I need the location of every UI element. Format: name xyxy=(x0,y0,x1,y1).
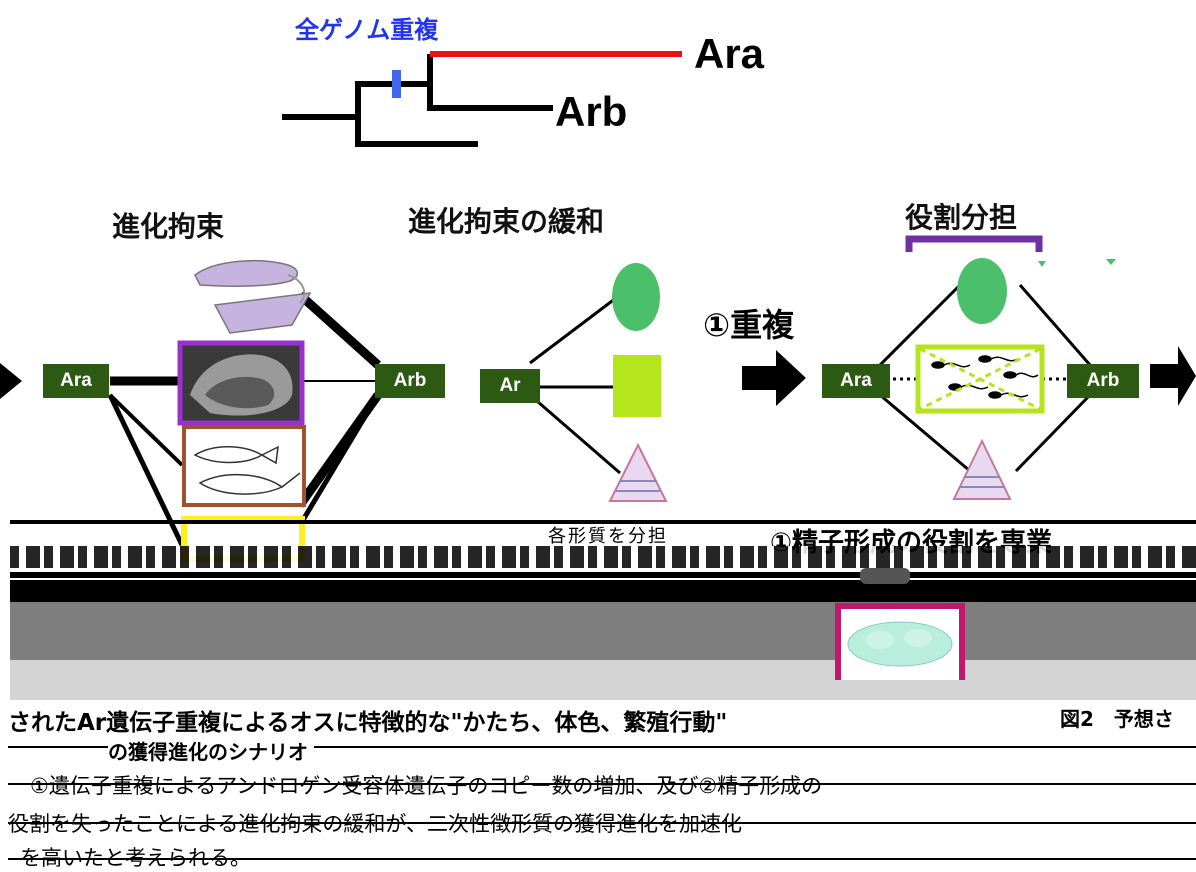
text-line-3: ①遺伝子重複によるアンドロゲン受容体遺伝子のコピー数の増加、及び②精子形成の xyxy=(30,774,823,798)
overlay-caption-a: 各形質を分担 xyxy=(548,526,668,547)
gray-band xyxy=(10,602,1196,660)
trait-square xyxy=(613,355,661,417)
light-gray-band xyxy=(10,660,1196,700)
text-line-4: 役割を失ったことによる進化拘束の緩和が、二次性徴形質の獲得進化を加速化 xyxy=(8,812,742,836)
left-arrow-head xyxy=(0,363,22,399)
overlay-strip-2 xyxy=(10,572,1196,578)
text-line-2: の獲得進化のシナリオ xyxy=(108,736,314,765)
trait-triangle xyxy=(608,442,668,502)
wgd-marker xyxy=(392,70,401,98)
fish-illustration-top xyxy=(194,259,312,334)
sperm-illustration xyxy=(931,355,1039,399)
node-mid-ar: Ar xyxy=(480,369,540,403)
figure-label: 図2 予想さ xyxy=(1060,707,1174,731)
arrow-to-right-panel xyxy=(742,350,806,406)
phylo-tree xyxy=(282,51,682,147)
text-line-5: を高いたと考えられる。 xyxy=(20,846,251,870)
text-line-1: されたAr遺伝子重複によるオスに特徴的な"かたち、体色、繁殖行動" xyxy=(8,710,728,736)
relaxation-title: 進化拘束の緩和 xyxy=(408,205,605,238)
constraint-diagram xyxy=(0,259,382,562)
node-right-ara: Ara xyxy=(822,364,890,398)
trait-ellipse xyxy=(612,263,660,331)
node-left-arb: Arb xyxy=(375,364,445,398)
constraint-title: 進化拘束 xyxy=(112,210,225,243)
duplication-step-label: ①重複 xyxy=(703,306,795,344)
brown-frame xyxy=(182,425,306,507)
tree-leaf-arb: Arb xyxy=(555,88,628,135)
arrow-to-next-panel xyxy=(1150,346,1196,406)
division-diagram xyxy=(878,258,1116,500)
trait-ellipse-right xyxy=(957,258,1007,324)
rule-line-3 xyxy=(8,783,1196,785)
trait-triangle-right xyxy=(952,438,1012,500)
rule-line-5 xyxy=(8,858,1196,860)
black-band xyxy=(10,580,1196,602)
magenta-frame-figure xyxy=(835,568,965,680)
relaxation-diagram xyxy=(529,263,668,502)
rule-line-4 xyxy=(8,822,1196,824)
division-title: 役割分担 xyxy=(905,201,1018,234)
node-left-ara: Ara xyxy=(43,364,109,398)
wgd-label: 全ゲノム重複 xyxy=(295,16,439,44)
overlay-rule xyxy=(10,520,1196,524)
rule-line-2 xyxy=(8,746,1196,748)
node-right-arb: Arb xyxy=(1067,364,1139,398)
tree-leaf-ara: Ara xyxy=(694,30,765,77)
division-bracket xyxy=(905,235,1043,252)
overlay-strip-1 xyxy=(10,546,1196,568)
